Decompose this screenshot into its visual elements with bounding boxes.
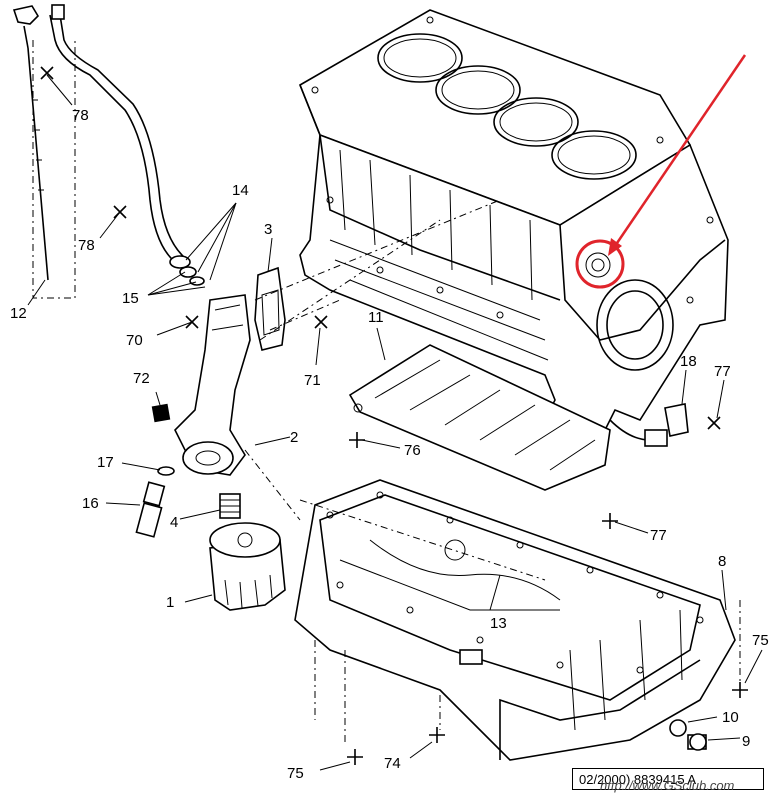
temperature-sensor [609, 403, 689, 447]
cylinder-bore-4 [551, 130, 637, 180]
drain-plug [669, 719, 707, 751]
callout-78: 78 [78, 237, 95, 254]
oil-pan-gasket [348, 344, 611, 491]
adapter-gasket [254, 266, 286, 351]
callout-8: 8 [718, 553, 726, 570]
callout-10: 10 [722, 709, 739, 726]
cylinder-bore-2 [435, 65, 521, 115]
leader-lines [27, 74, 763, 771]
thread-lock-marker [151, 403, 171, 423]
callout-15: 15 [122, 290, 139, 307]
cylinder-bore-3 [493, 97, 579, 147]
drawing-reference: 02/2000) 8839415 A [572, 768, 764, 790]
threaded-stud [219, 493, 241, 519]
oil-filter-adapter [174, 294, 251, 476]
callout-4: 4 [170, 514, 178, 531]
dipstick-tube [49, 4, 205, 286]
oil-filter [209, 522, 286, 611]
callout-77: 77 [714, 363, 731, 380]
callout-11: 11 [368, 309, 384, 326]
callout-75: 75 [287, 765, 304, 782]
callout-72: 72 [133, 370, 150, 387]
callout-78: 78 [72, 107, 89, 124]
callout-14: 14 [232, 182, 249, 199]
callout-13: 13 [490, 615, 507, 632]
highlight-marker [575, 54, 747, 289]
callout-labels: 78 78 14 3 15 12 70 71 11 72 2 17 16 4 1… [10, 107, 769, 782]
callout-2: 2 [290, 429, 298, 446]
callout-18: 18 [680, 353, 697, 370]
callout-1: 1 [166, 594, 174, 611]
pan-bolt-holes [326, 491, 704, 674]
callout-9: 9 [742, 733, 750, 750]
dipstick [12, 5, 49, 281]
callout-71: 71 [304, 372, 321, 389]
cylinder-bore-1 [377, 33, 463, 83]
engine-block [298, 9, 729, 441]
callout-17: 17 [97, 454, 114, 471]
callout-75: 75 [752, 632, 769, 649]
callout-70: 70 [126, 332, 143, 349]
callout-74: 74 [384, 755, 401, 772]
callout-3: 3 [264, 221, 272, 238]
callout-16: 16 [82, 495, 99, 512]
callout-12: 12 [10, 305, 27, 322]
watermark-text: http://www.GSclub.com [600, 778, 735, 793]
assembly-centerlines [32, 40, 741, 745]
oil-pan [294, 479, 736, 761]
callout-77: 77 [650, 527, 667, 544]
callout-76: 76 [404, 442, 421, 459]
oil-pressure-switch [135, 466, 175, 538]
